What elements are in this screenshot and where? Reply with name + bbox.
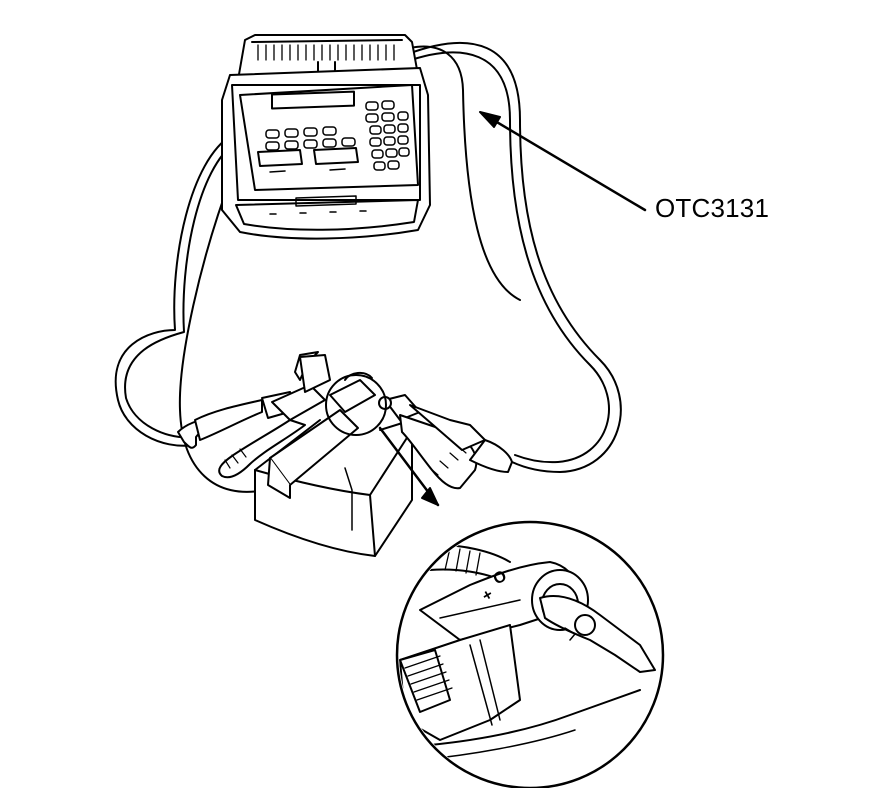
detail-focus-circle bbox=[326, 375, 386, 435]
positive-clamp bbox=[379, 395, 512, 488]
detail-arrow bbox=[380, 428, 438, 505]
negative-clamp bbox=[178, 352, 330, 477]
tester-model-label: OTC3131 bbox=[655, 193, 770, 223]
tester-cables bbox=[116, 43, 621, 492]
detail-inset: + O bbox=[397, 522, 663, 788]
callout-arrow bbox=[480, 112, 645, 210]
battery-tester-unit bbox=[222, 35, 430, 239]
current-sensor bbox=[268, 373, 375, 498]
